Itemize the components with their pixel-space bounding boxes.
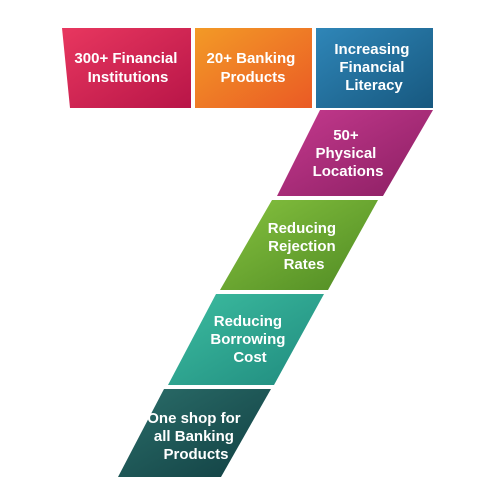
segment-banking-products-line-2: Products [220, 69, 285, 86]
segment-rejection-rates-line-2: Rejection [268, 238, 336, 255]
segment-financial-literacy: Increasing Financial Literacy [316, 28, 433, 108]
segment-financial-institutions-line-2: Institutions [88, 69, 169, 86]
segment-rejection-rates-shape [220, 200, 378, 290]
segment-banking-products-line-1: 20+ Banking [207, 50, 296, 67]
segment-rejection-rates-line-3: Rates [284, 256, 325, 273]
segment-one-shop-line-3: Products [163, 446, 228, 463]
svg-text:300+ Financial Instituti: 300+ Financial Institutions [74, 50, 181, 86]
segment-banking-products: 20+ Banking Products [195, 28, 312, 108]
svg-text:One shop for all Banking: One shop for all Banking Products [147, 410, 245, 463]
segment-one-shop: One shop for all Banking Products [118, 389, 271, 477]
segment-rejection-rates-line-1: Reducing [268, 220, 336, 237]
segment-physical-locations-line-3: Locations [313, 163, 384, 180]
svg-text:Increasing Financial: Increasing Financial Literacy [334, 41, 413, 94]
svg-text:50+ Physical Locat: 50+ Physical Locations [313, 127, 384, 180]
segment-borrowing-cost: Reducing Borrowing Cost [168, 294, 324, 385]
segment-banking-products-shape [195, 28, 312, 108]
segment-one-shop-shape [118, 389, 271, 477]
segment-borrowing-cost-line-1: Reducing [214, 313, 282, 330]
segment-one-shop-line-2: all Banking [154, 428, 234, 445]
segment-physical-locations-shape [277, 110, 433, 196]
svg-text:Reducing Borrowing: Reducing Borrowing Cost [210, 313, 289, 366]
segment-financial-institutions-line-1: 300+ Financial [74, 50, 177, 67]
svg-text:Reducing Rejection: Reducing Rejection Rates [268, 220, 341, 273]
segment-financial-institutions-shape [62, 28, 191, 108]
segment-rejection-rates: Reducing Rejection Rates [220, 200, 378, 290]
segment-physical-locations-line-1: 50+ [333, 127, 359, 144]
segment-physical-locations: 50+ Physical Locations [277, 110, 433, 196]
segment-financial-literacy-line-2: Financial [339, 59, 404, 76]
svg-text:20+ Banking Products: 20+ Banking Products [207, 50, 300, 86]
segment-financial-literacy-line-3: Literacy [345, 77, 403, 94]
segment-financial-literacy-shape [316, 28, 433, 108]
segment-borrowing-cost-line-2: Borrowing [210, 331, 285, 348]
segment-physical-locations-line-2: Physical [315, 145, 376, 162]
segment-borrowing-cost-line-3: Cost [233, 349, 266, 366]
segment-financial-institutions: 300+ Financial Institutions [62, 28, 191, 108]
segment-borrowing-cost-shape [168, 294, 324, 385]
segment-one-shop-line-1: One shop for [147, 410, 240, 427]
segment-financial-literacy-line-1: Increasing [334, 41, 409, 58]
